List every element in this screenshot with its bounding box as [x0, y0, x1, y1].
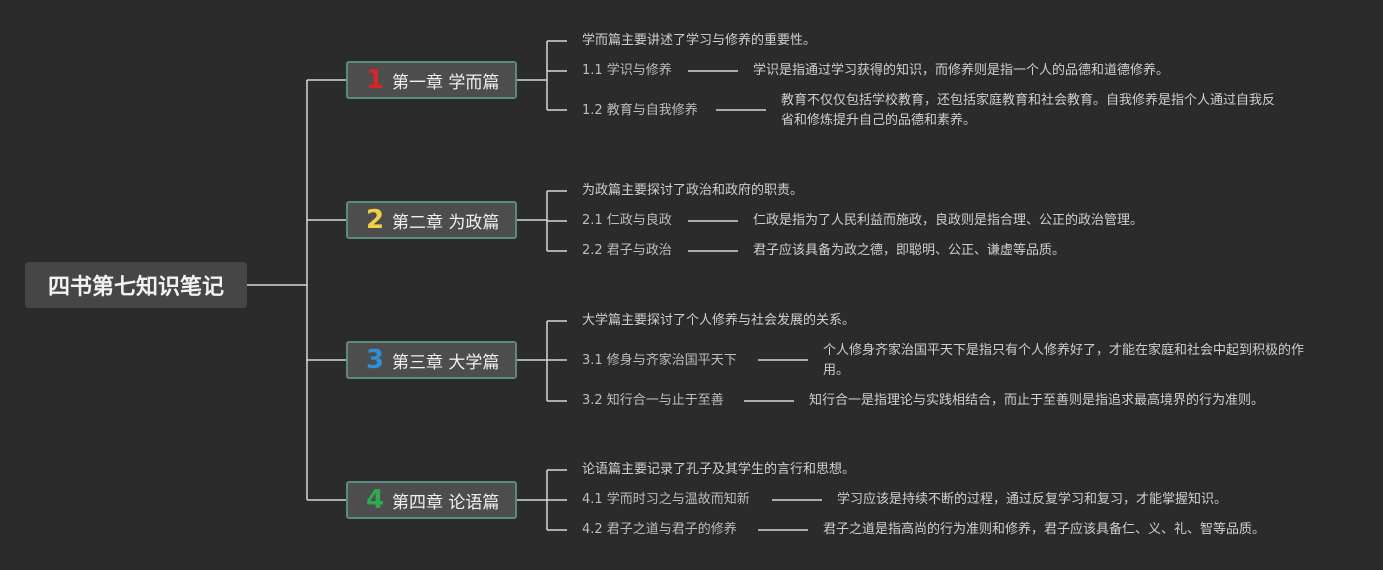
item-3-2-desc[interactable]: 知行合一是指理论与实践相结合，而止于至善则是指追求最高境界的行为准则。 — [809, 393, 1265, 408]
chapter-2-number: 2 — [365, 205, 385, 235]
item-4-1-desc[interactable]: 学习应该是持续不断的过程，通过反复学习和复习，才能掌握知识。 — [837, 492, 1228, 507]
item-4-2-desc[interactable]: 君子之道是指高尚的行为准则和修养，君子应该具备仁、义、礼、智等品质。 — [823, 522, 1266, 537]
item-1-2-desc[interactable]: 教育不仅仅包括学校教育，还包括家庭教育和社会教育。自我修养是指个人通过自我反省和… — [781, 93, 1276, 128]
item-1-2-label[interactable]: 1.2 教育与自我修养 — [582, 103, 698, 118]
item-4-1-label[interactable]: 4.1 学而时习之与温故而知新 — [582, 492, 750, 507]
item-1-1-desc[interactable]: 学识是指通过学习获得的知识，而修养则是指一个人的品德和道德修养。 — [753, 63, 1170, 78]
chapter-1-summary[interactable]: 学而篇主要讲述了学习与修养的重要性。 — [582, 33, 817, 48]
root-topic[interactable]: 四书第七知识笔记 — [25, 262, 247, 308]
item-3-1-label[interactable]: 3.1 修身与齐家治国平天下 — [582, 353, 737, 368]
item-3-1-desc[interactable]: 个人修身齐家治国平天下是指只有个人修养好了，才能在家庭和社会中起到积极的作用。 — [823, 343, 1305, 378]
chapter-1-title: 第一章 学而篇 — [392, 72, 500, 93]
chapter-3-node[interactable]: 3 第三章 大学篇 — [346, 341, 517, 379]
chapter-4-summary[interactable]: 论语篇主要记录了孔子及其学生的言行和思想。 — [582, 462, 856, 477]
chapter-3-title: 第三章 大学篇 — [392, 352, 500, 373]
item-2-1-desc[interactable]: 仁政是指为了人民利益而施政，良政则是指合理、公正的政治管理。 — [753, 213, 1144, 228]
chapter-2-summary[interactable]: 为政篇主要探讨了政治和政府的职责。 — [582, 183, 804, 198]
chapter-1-node[interactable]: 1 第一章 学而篇 — [346, 61, 517, 99]
chapter-4-node[interactable]: 4 第四章 论语篇 — [346, 481, 517, 519]
item-2-2-label[interactable]: 2.2 君子与政治 — [582, 243, 672, 258]
item-4-2-label[interactable]: 4.2 君子之道与君子的修养 — [582, 522, 737, 537]
item-2-1-label[interactable]: 2.1 仁政与良政 — [582, 213, 672, 228]
chapter-3-number: 3 — [365, 345, 385, 375]
item-3-2-label[interactable]: 3.2 知行合一与止于至善 — [582, 393, 724, 408]
item-2-2-desc[interactable]: 君子应该具备为政之德，即聪明、公正、谦虚等品质。 — [753, 243, 1066, 258]
chapter-3-summary[interactable]: 大学篇主要探讨了个人修养与社会发展的关系。 — [582, 313, 856, 328]
chapter-4-number: 4 — [365, 485, 385, 515]
chapter-4-title: 第四章 论语篇 — [392, 492, 500, 513]
chapter-2-node[interactable]: 2 第二章 为政篇 — [346, 201, 517, 239]
chapter-1-number: 1 — [365, 65, 385, 95]
chapter-2-title: 第二章 为政篇 — [392, 212, 500, 233]
item-1-1-label[interactable]: 1.1 学识与修养 — [582, 63, 672, 78]
